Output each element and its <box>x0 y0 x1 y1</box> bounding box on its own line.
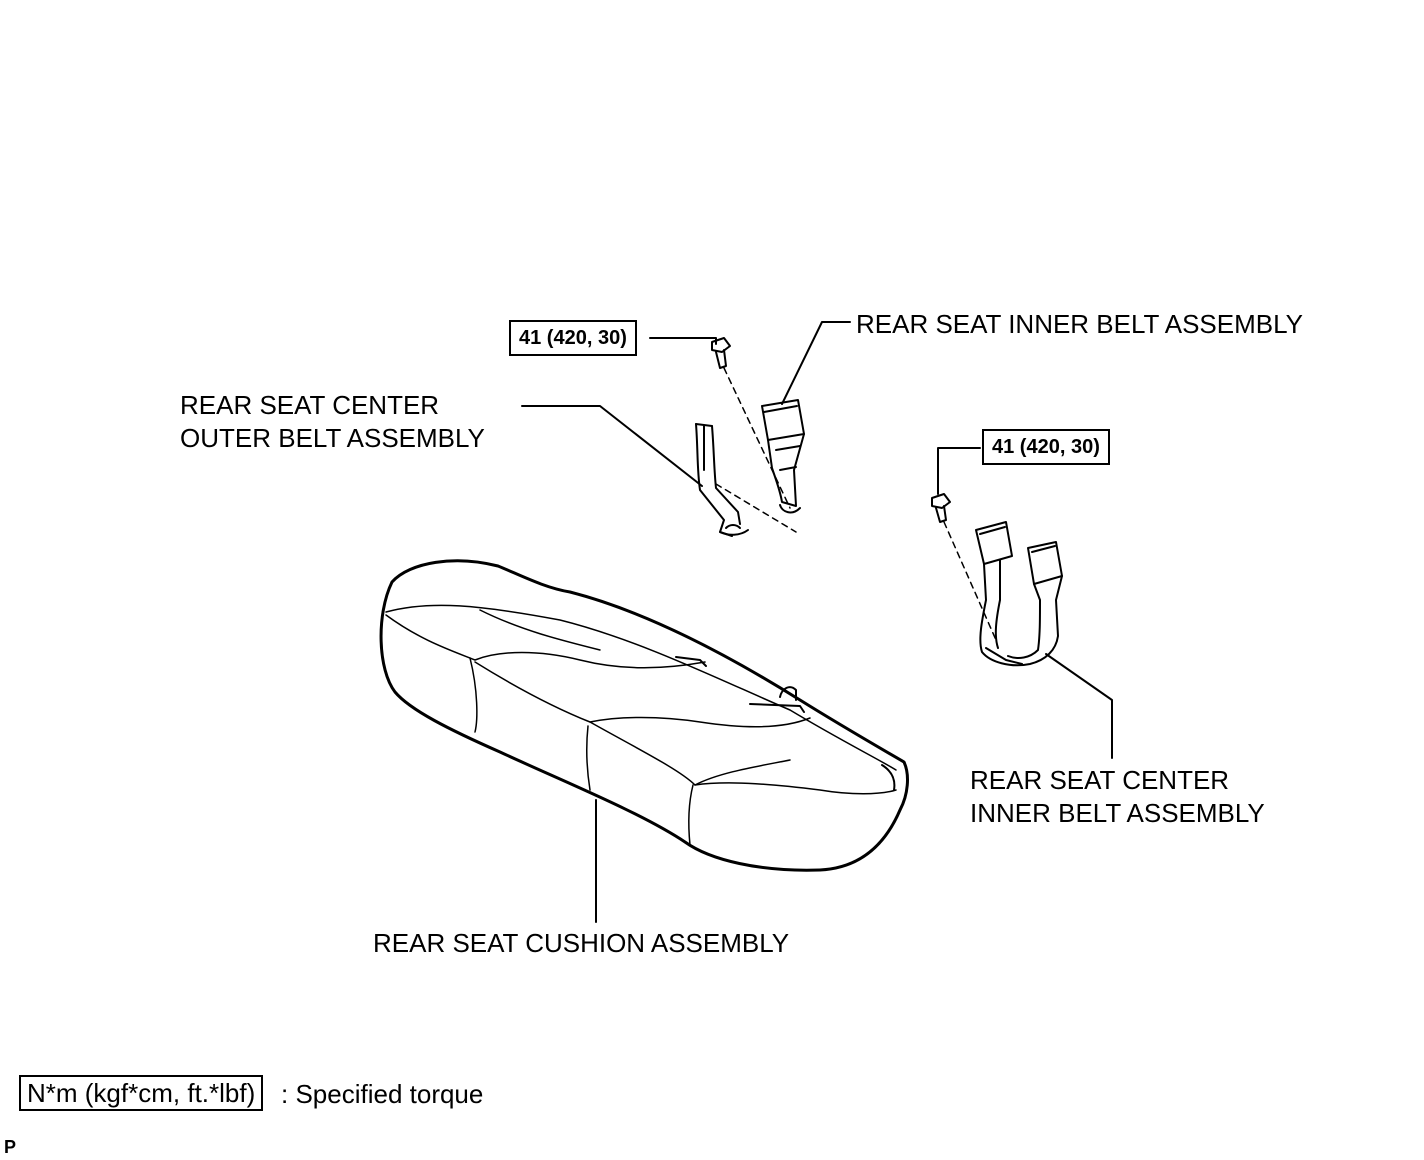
label-center-outer-belt-line2: OUTER BELT ASSEMBLY <box>180 423 485 453</box>
leader-lines <box>521 321 1113 923</box>
label-center-inner-belt-line1: REAR SEAT CENTER <box>970 765 1230 795</box>
legend-unit-box: N*m (kgf*cm, ft.*lbf) <box>19 1075 264 1111</box>
label-center-outer-belt-line1: REAR SEAT CENTER <box>180 390 440 420</box>
torque-value-right: 41 (420, 30) <box>982 429 1110 465</box>
torque-value-upper: 41 (420, 30) <box>509 320 637 356</box>
corner-mark: P <box>4 1137 17 1157</box>
bolt-right-drawing <box>931 493 951 523</box>
center-inner-belt-drawing <box>975 521 1063 667</box>
label-cushion: REAR SEAT CUSHION ASSEMBLY <box>373 928 790 958</box>
alignment-lines <box>715 367 997 641</box>
label-center-inner-belt-line2: INNER BELT ASSEMBLY <box>970 798 1265 828</box>
label-inner-belt: REAR SEAT INNER BELT ASSEMBLY <box>856 309 1303 339</box>
inner-belt-drawing <box>761 399 805 514</box>
bolt-upper-drawing <box>711 337 731 369</box>
legend-description: : Specified torque <box>281 1079 484 1109</box>
center-outer-belt-drawing <box>695 423 749 537</box>
rear-seat-cushion-drawing <box>379 559 909 872</box>
